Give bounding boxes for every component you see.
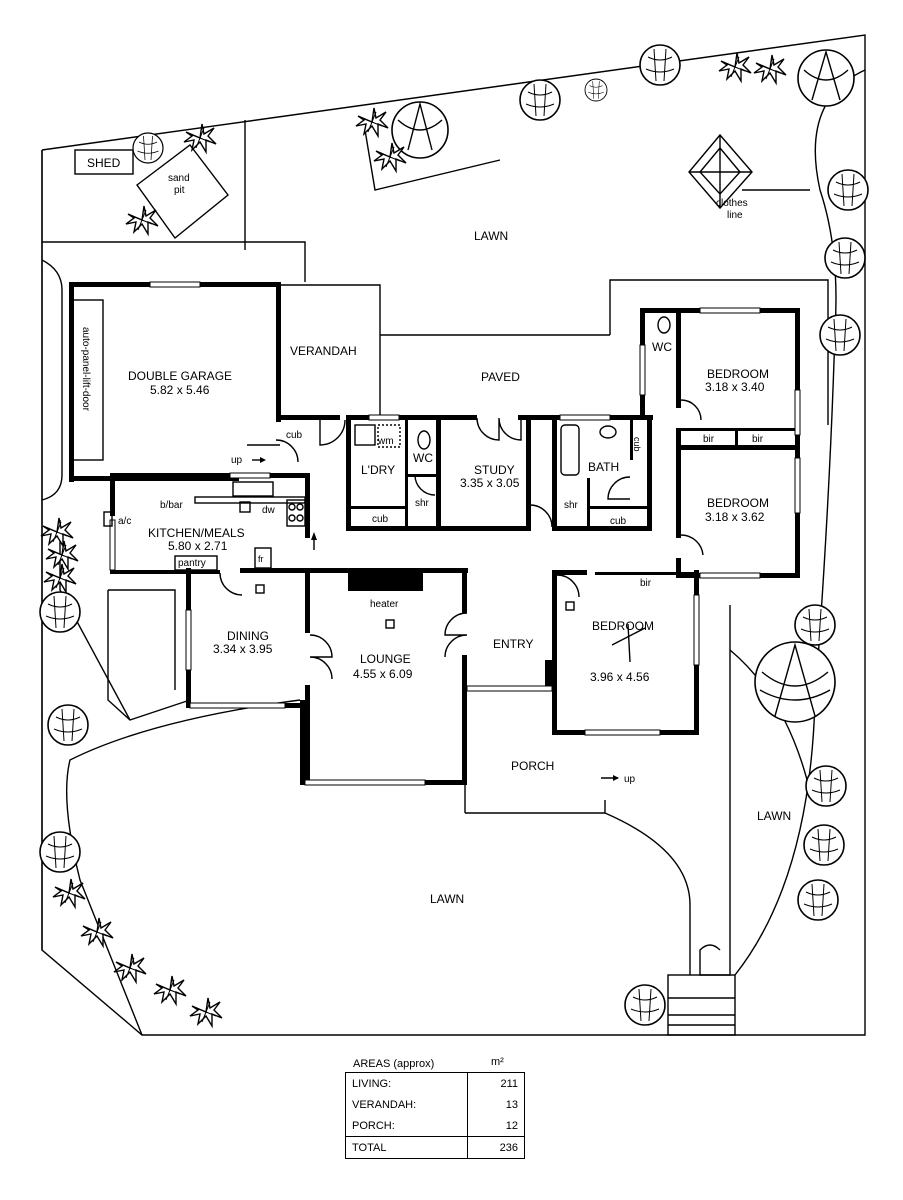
wc-label: WC: [652, 340, 672, 354]
lawn-right-label: LAWN: [757, 809, 791, 823]
cub-label: cub: [372, 514, 389, 525]
bbar-label: b/bar: [160, 500, 183, 511]
pantry-label: pantry: [178, 558, 206, 569]
door: [219, 399, 704, 680]
wm-label: wm: [377, 436, 394, 447]
areas-body: LIVING: 211 VERANDAH: 13 PORCH: 12 TOTAL…: [345, 1072, 525, 1159]
bedroom-1-size: 3.18 x 3.40: [705, 380, 765, 394]
dining-name: DINING: [227, 629, 269, 643]
fixture-labels: cub cub cub cub wm WC WC shr shr bir bir…: [118, 340, 764, 589]
fixtures: [103, 316, 671, 781]
bedroom-1-name: BEDROOM: [707, 367, 769, 381]
paved-label: PAVED: [481, 370, 520, 384]
up-label: up: [231, 455, 243, 466]
lawn-top-label: LAWN: [474, 229, 508, 243]
verandah-label: VERANDAH: [290, 344, 357, 358]
shr-label: shr: [564, 500, 579, 511]
sand-pit: sand pit: [136, 144, 229, 240]
svg-text:pit: pit: [174, 185, 185, 196]
large-tree-icon: [391, 49, 855, 723]
shed: SHED: [74, 149, 134, 175]
bedroom-3-size: 3.96 x 4.56: [590, 670, 650, 684]
lounge-name: LOUNGE: [360, 652, 411, 666]
wc-label: WC: [413, 451, 433, 465]
svg-text:line: line: [727, 210, 743, 221]
areas-row: PORCH: 12: [346, 1115, 524, 1136]
room-labels: DOUBLE GARAGE 5.82 x 5.46 auto-panel-lif…: [72, 299, 769, 684]
heater-label: heater: [370, 599, 399, 610]
study-size: 3.35 x 3.05: [460, 476, 520, 490]
clothes-line: clothes line: [688, 133, 753, 221]
bath-name: BATH: [588, 460, 619, 474]
areas-header: AREAS (approx) m²: [345, 1054, 525, 1072]
porch-label: PORCH: [511, 759, 554, 773]
svg-text:sand: sand: [168, 173, 190, 184]
ac-label: a/c: [118, 516, 131, 527]
study-name: STUDY: [474, 463, 515, 477]
shr-label: shr: [415, 498, 430, 509]
areas-row: LIVING: 211: [346, 1073, 524, 1094]
up-label: up: [624, 774, 636, 785]
bedroom-2-name: BEDROOM: [707, 496, 769, 510]
areas-unit: m²: [491, 1056, 504, 1068]
laundry-name: L'DRY: [361, 463, 395, 477]
cub-label: cub: [610, 516, 627, 527]
bir-label: bir: [703, 434, 715, 445]
cub-label: cub: [286, 430, 303, 441]
garage-size: 5.82 x 5.46: [150, 383, 210, 397]
site-boundary: [41, 34, 866, 1036]
bedroom-2-size: 3.18 x 3.62: [705, 510, 765, 524]
site-labels: LAWN LAWN LAWN PAVED PORCH VERANDAH up u…: [231, 229, 791, 906]
areas-total-row: TOTAL 236: [346, 1136, 524, 1158]
lounge-size: 4.55 x 6.09: [353, 667, 413, 681]
dining-size: 3.34 x 3.95: [213, 642, 273, 656]
cub-label: cub: [632, 437, 642, 452]
verandah-outline: [247, 284, 610, 446]
garage-door-label: auto-panel-lift-door: [80, 327, 91, 412]
dw-label: dw: [262, 505, 276, 516]
bir-label: bir: [640, 578, 652, 589]
shed-label: SHED: [87, 156, 121, 170]
bir-label: bir: [752, 434, 764, 445]
window: [109, 281, 801, 786]
svg-text:clothes: clothes: [716, 198, 748, 209]
garage-name: DOUBLE GARAGE: [128, 369, 232, 383]
lawn-bottom-label: LAWN: [430, 892, 464, 906]
bedroom-3-name: BEDROOM: [592, 619, 654, 633]
areas-title: AREAS (approx): [353, 1058, 435, 1070]
fr-label: fr: [258, 554, 264, 564]
areas-table: AREAS (approx) m² LIVING: 211 VERANDAH: …: [345, 1054, 525, 1159]
kitchen-name: KITCHEN/MEALS: [148, 526, 245, 540]
areas-row: VERANDAH: 13: [346, 1094, 524, 1115]
kitchen-size: 5.80 x 2.71: [168, 539, 228, 553]
entry-name: ENTRY: [493, 637, 533, 651]
